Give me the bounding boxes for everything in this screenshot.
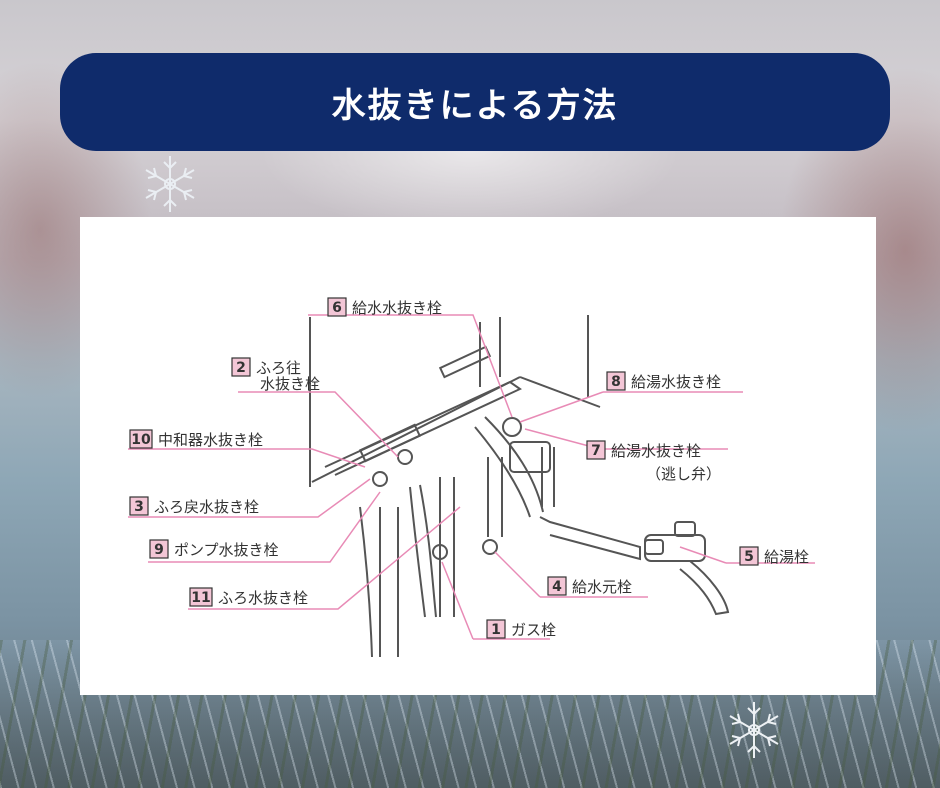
label-number: 4 <box>552 579 562 595</box>
label-text: ポンプ水抜き栓 <box>174 541 279 559</box>
number-box <box>231 357 251 377</box>
number-box <box>739 546 759 566</box>
label-text: ふろ水抜き栓 <box>218 589 308 607</box>
label-1-gasusen: 1 ガス栓 <box>486 619 556 639</box>
label-3-furo-modori: 3 ふろ戻水抜き栓 <box>129 496 259 516</box>
number-box <box>547 576 567 596</box>
label-number: 9 <box>154 542 164 558</box>
label-number: 6 <box>332 300 342 316</box>
label-text: 給湯水抜き栓 <box>631 373 721 391</box>
label-2-furo-ou: 2 ふろ往 水抜き栓 <box>231 357 320 393</box>
label-number: 11 <box>191 590 210 606</box>
water-heater-diagram: 6 給水水抜き栓 2 ふろ往 水抜き栓 8 給湯水抜き栓 10 中和器水抜き栓 … <box>128 297 815 658</box>
label-number: 1 <box>491 622 501 638</box>
number-box <box>327 297 347 317</box>
title-banner: 水抜きによる方法 <box>60 53 890 151</box>
label-text: ふろ往 <box>256 359 301 377</box>
label-8-kyuto-mizunuki: 8 給湯水抜き栓 <box>606 371 721 391</box>
label-text-line2: 水抜き栓 <box>260 375 320 393</box>
snowflake-icon <box>145 156 195 212</box>
label-text: 中和器水抜き栓 <box>158 431 263 449</box>
label-text: 給水元栓 <box>572 578 632 596</box>
label-7-kyuto-mizunuki-nigashiben: 7 給湯水抜き栓 （逃し弁） <box>586 440 721 483</box>
label-6-kyusui-mizunuki: 6 給水水抜き栓 <box>327 297 442 317</box>
label-text: 給湯栓 <box>764 548 809 566</box>
label-5-kyutosen: 5 給湯栓 <box>739 546 809 566</box>
label-text: 給湯水抜き栓 <box>611 442 701 460</box>
number-box <box>606 371 626 391</box>
label-number: 5 <box>744 549 754 565</box>
label-text: ガス栓 <box>511 621 556 639</box>
label-number: 3 <box>134 499 144 515</box>
label-text-line2: （逃し弁） <box>646 465 721 483</box>
number-box <box>189 587 213 607</box>
snowflake-icon <box>729 702 779 758</box>
label-10-chuwaki-mizunuki: 10 中和器水抜き栓 <box>129 429 263 449</box>
label-number: 10 <box>131 432 151 448</box>
label-4-kyusui-motosen: 4 給水元栓 <box>547 576 632 596</box>
number-box <box>129 496 149 516</box>
number-box <box>129 429 153 449</box>
label-number: 7 <box>591 443 601 459</box>
heater-unit-drawing <box>309 315 730 658</box>
page-title: 水抜きによる方法 <box>331 85 619 126</box>
diagram-panel: 6 給水水抜き栓 2 ふろ往 水抜き栓 8 給湯水抜き栓 10 中和器水抜き栓 … <box>80 217 876 695</box>
number-box <box>586 440 606 460</box>
label-11-furo-mizunuki: 11 ふろ水抜き栓 <box>189 587 308 607</box>
label-text: ふろ戻水抜き栓 <box>154 498 259 516</box>
number-box <box>486 619 506 639</box>
leader-lines <box>128 314 815 640</box>
label-number: 2 <box>236 360 246 376</box>
number-box <box>149 539 169 559</box>
label-number: 8 <box>611 374 621 390</box>
label-9-pump-mizunuki: 9 ポンプ水抜き栓 <box>149 539 279 559</box>
label-text: 給水水抜き栓 <box>352 299 442 317</box>
